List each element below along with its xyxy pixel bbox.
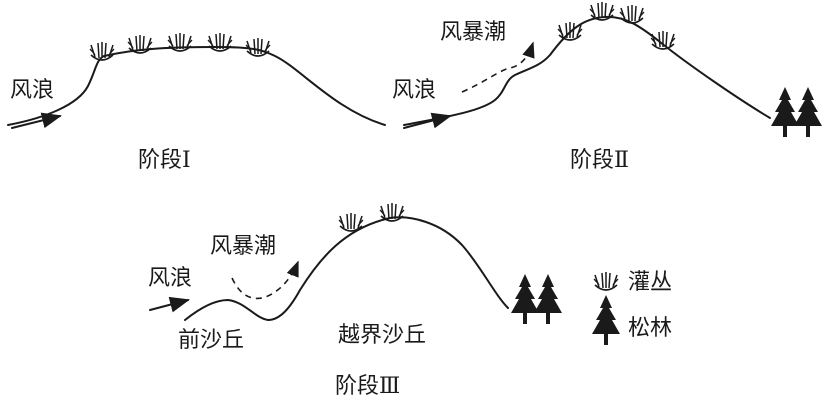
legend-shrub-label: 灌丛 — [628, 270, 673, 295]
shrub-icon — [589, 1, 615, 21]
overpass-dune-label: 越界沙丘 — [338, 323, 427, 348]
shrub-icon — [245, 37, 271, 57]
stage-2-wind-wave-label: 风浪 — [392, 78, 437, 103]
shrub-icon — [650, 30, 676, 50]
shrub-icon — [127, 34, 153, 54]
stage-1-title: 阶段Ⅰ — [138, 148, 191, 173]
stage-1-dune-profile — [7, 46, 386, 126]
shrub-icon — [89, 41, 115, 61]
stage-2-storm-surge-label: 风暴潮 — [440, 20, 507, 45]
stage-2-panel — [403, 1, 822, 137]
shrub-icon — [379, 202, 405, 222]
legend-pine-label: 松林 — [628, 316, 673, 341]
shrub-icon — [619, 4, 645, 24]
stage-2-storm-surge-arrow — [461, 41, 535, 93]
stage-1-panel — [7, 32, 386, 129]
stage-3-storm-surge-arrow — [231, 260, 299, 300]
shrub-icon — [593, 271, 619, 291]
pine-tree-icon — [771, 87, 799, 137]
stage-3-wind-arrow — [149, 296, 190, 313]
pine-tree-icon — [592, 295, 620, 345]
stage-3-wind-wave-label: 风浪 — [148, 266, 193, 291]
stage-3-panel — [149, 202, 562, 324]
legend-icons — [592, 271, 620, 345]
stage-1-wind-arrow — [11, 112, 62, 129]
shrub-icon — [207, 32, 233, 52]
stage-2-dune-profile — [403, 15, 771, 126]
shrub-icon — [338, 212, 364, 232]
front-dune-label: 前沙丘 — [178, 328, 245, 353]
pine-tree-icon — [794, 87, 822, 137]
stage-3-dune-profile — [184, 216, 509, 321]
shrub-icon — [167, 32, 193, 52]
stage-2-title: 阶段Ⅱ — [570, 148, 629, 173]
stage-3-title: 阶段Ⅲ — [335, 374, 401, 399]
pine-tree-icon — [511, 274, 539, 324]
stage-2-wind-arrow — [403, 112, 452, 129]
stage-1-wind-wave-label: 风浪 — [10, 78, 55, 103]
stage-3-storm-surge-label: 风暴潮 — [210, 234, 277, 259]
pine-tree-icon — [534, 274, 562, 324]
